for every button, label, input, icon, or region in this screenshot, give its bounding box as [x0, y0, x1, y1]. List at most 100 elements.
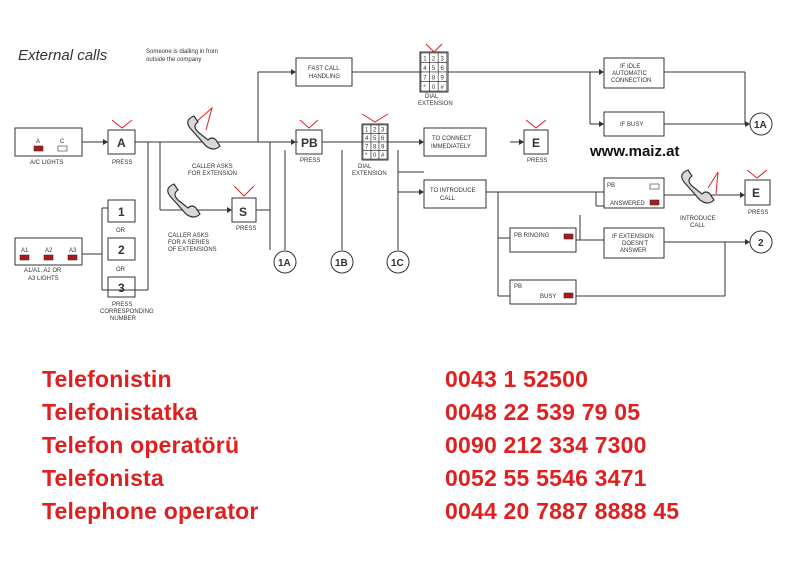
contact-number: 0048 22 539 79 05	[445, 399, 641, 425]
key-2: 2	[118, 243, 125, 257]
connect-2: IMMEDIATELY	[431, 144, 471, 150]
pb-label: PB	[514, 284, 522, 290]
keypad-key-label: 0	[432, 85, 436, 91]
keypad-key-label: 3	[381, 128, 385, 134]
contact-row: Telephone operator 0044 20 7887 8888 45	[42, 498, 782, 531]
caller-series-3: OF EXTENSIONS	[168, 247, 217, 253]
keypad-key-label: *	[423, 85, 426, 91]
contact-row: Telefonista 0052 55 5546 3471	[42, 465, 782, 498]
keypad-key-label: 7	[423, 76, 427, 82]
keypad-key-label: 1	[423, 57, 427, 63]
ref-1c: 1C	[391, 258, 404, 269]
fast-call-1: FAST CALL	[308, 66, 340, 72]
introduce-call-1: INTRODUCE	[680, 216, 716, 222]
ref-1a: 1A	[278, 258, 291, 269]
keypad-key	[437, 81, 448, 92]
keypad-key-label: 2	[432, 57, 436, 63]
website-url: www.maiz.at	[590, 143, 680, 160]
contact-number: 0043 1 52500	[445, 366, 589, 392]
key-e-final: E	[752, 186, 760, 200]
contact-row: Telefonistatka 0048 22 539 79 05	[42, 399, 782, 432]
subtitle-line-2: outside the company	[146, 57, 201, 63]
light-key-a3: A3	[69, 248, 77, 254]
call-flow-diagram: External calls Someone is dialling in fr…	[14, 43, 773, 322]
busy-label: BUSY	[540, 294, 556, 300]
or-label-1: OR	[116, 228, 126, 234]
dial-extension-top-2: EXTENSION	[418, 101, 453, 107]
caller-series-1: CALLER ASKS	[168, 233, 209, 239]
press-number-2: CORRESPONDING	[100, 309, 154, 315]
key-s: S	[239, 205, 247, 219]
lights-a123-caption-1: A1/A1, A2 OR	[24, 268, 62, 274]
keypad-key	[378, 150, 388, 160]
press-pb-label: PRESS	[300, 158, 320, 164]
introduce-call-2: CALL	[690, 223, 706, 229]
light-key-a1: A1	[21, 248, 29, 254]
introduce-1: TO INTRODUCE	[430, 188, 476, 194]
keypad-key-label: 9	[381, 145, 385, 151]
press-number-3: NUMBER	[110, 316, 137, 322]
pb-answer-label: PB	[607, 183, 615, 189]
telephone-handset-icon	[167, 183, 201, 218]
no-answer-3: ANSWER	[620, 248, 647, 254]
keypad-key-label: 5	[373, 136, 377, 142]
key-e: E	[532, 136, 540, 150]
keypad-key-label: 3	[441, 57, 445, 63]
keypad-key-label: 0	[373, 153, 377, 159]
contact-label: Telefon operatörü	[42, 432, 240, 458]
key-3: 3	[118, 281, 125, 295]
press-label: PRESS	[112, 160, 132, 166]
keypad-key-label: 8	[373, 145, 377, 151]
key-a: A	[117, 136, 126, 150]
ref-2: 2	[758, 238, 764, 249]
keypad-key-label: *	[365, 153, 368, 159]
keypad-key-label: #	[441, 85, 445, 91]
caller-asks-1: CALLER ASKS	[192, 164, 233, 170]
keypad-key-label: 8	[432, 76, 436, 82]
ref-1b: 1B	[335, 258, 348, 269]
press-number-1: PRESS	[112, 302, 132, 308]
dial-extension-top-1: DIAL	[425, 94, 439, 100]
caller-asks-2: FOR EXTENSION	[188, 171, 237, 177]
if-idle-1: IF IDLE	[620, 64, 640, 70]
keypad-key-label: 7	[365, 145, 369, 151]
answered-label: ANSWERED	[610, 201, 645, 207]
key-pb: PB	[301, 136, 318, 150]
diagram-title: External calls	[18, 47, 108, 64]
pb-ringing: PB RINGING	[514, 233, 550, 239]
contact-row: Telefonistin 0043 1 52500	[42, 366, 782, 399]
lights-a123-caption-2: A3 LIGHTS	[28, 276, 59, 282]
if-idle-2: AUTOMATIC	[612, 71, 647, 77]
dial-extension-1: DIAL	[358, 164, 372, 170]
or-label-2: OR	[116, 267, 126, 273]
contact-label: Telefonista	[42, 465, 164, 491]
press-e-final-label: PRESS	[748, 210, 768, 216]
keypad-key-label: 5	[432, 66, 436, 72]
lights-caption: A/C LIGHTS	[30, 160, 63, 166]
contact-number: 0090 212 334 7300	[445, 432, 647, 458]
press-s-label: PRESS	[236, 226, 256, 232]
contact-label: Telephone operator	[42, 498, 259, 524]
light-key-a2: A2	[45, 248, 53, 254]
keypad-key-label: 9	[441, 76, 445, 82]
light-key-c: C	[60, 139, 65, 145]
key-1: 1	[118, 205, 125, 219]
keypad-key-label: 4	[423, 66, 427, 72]
keypad-key-label: 1	[365, 128, 369, 134]
press-e-label: PRESS	[527, 158, 547, 164]
subtitle-line-1: Someone is dialling in from	[146, 49, 218, 55]
caller-series-2: FOR A SERIES	[168, 240, 209, 246]
if-busy: IF BUSY	[620, 122, 643, 128]
contact-list: Telefonistin 0043 1 52500 Telefonistatka…	[42, 366, 782, 531]
keypad-key-label: 4	[365, 136, 369, 142]
introduce-2: CALL	[440, 196, 456, 202]
telephone-handset-icon	[187, 115, 221, 150]
connect-1: TO CONNECT	[432, 136, 472, 142]
dial-extension-2: EXTENSION	[352, 171, 387, 177]
light-key-a: A	[36, 139, 40, 145]
no-answer-1: IF EXTENSION	[612, 234, 654, 240]
contact-label: Telefonistin	[42, 366, 172, 392]
contact-row: Telefon operatörü 0090 212 334 7300	[42, 432, 782, 465]
